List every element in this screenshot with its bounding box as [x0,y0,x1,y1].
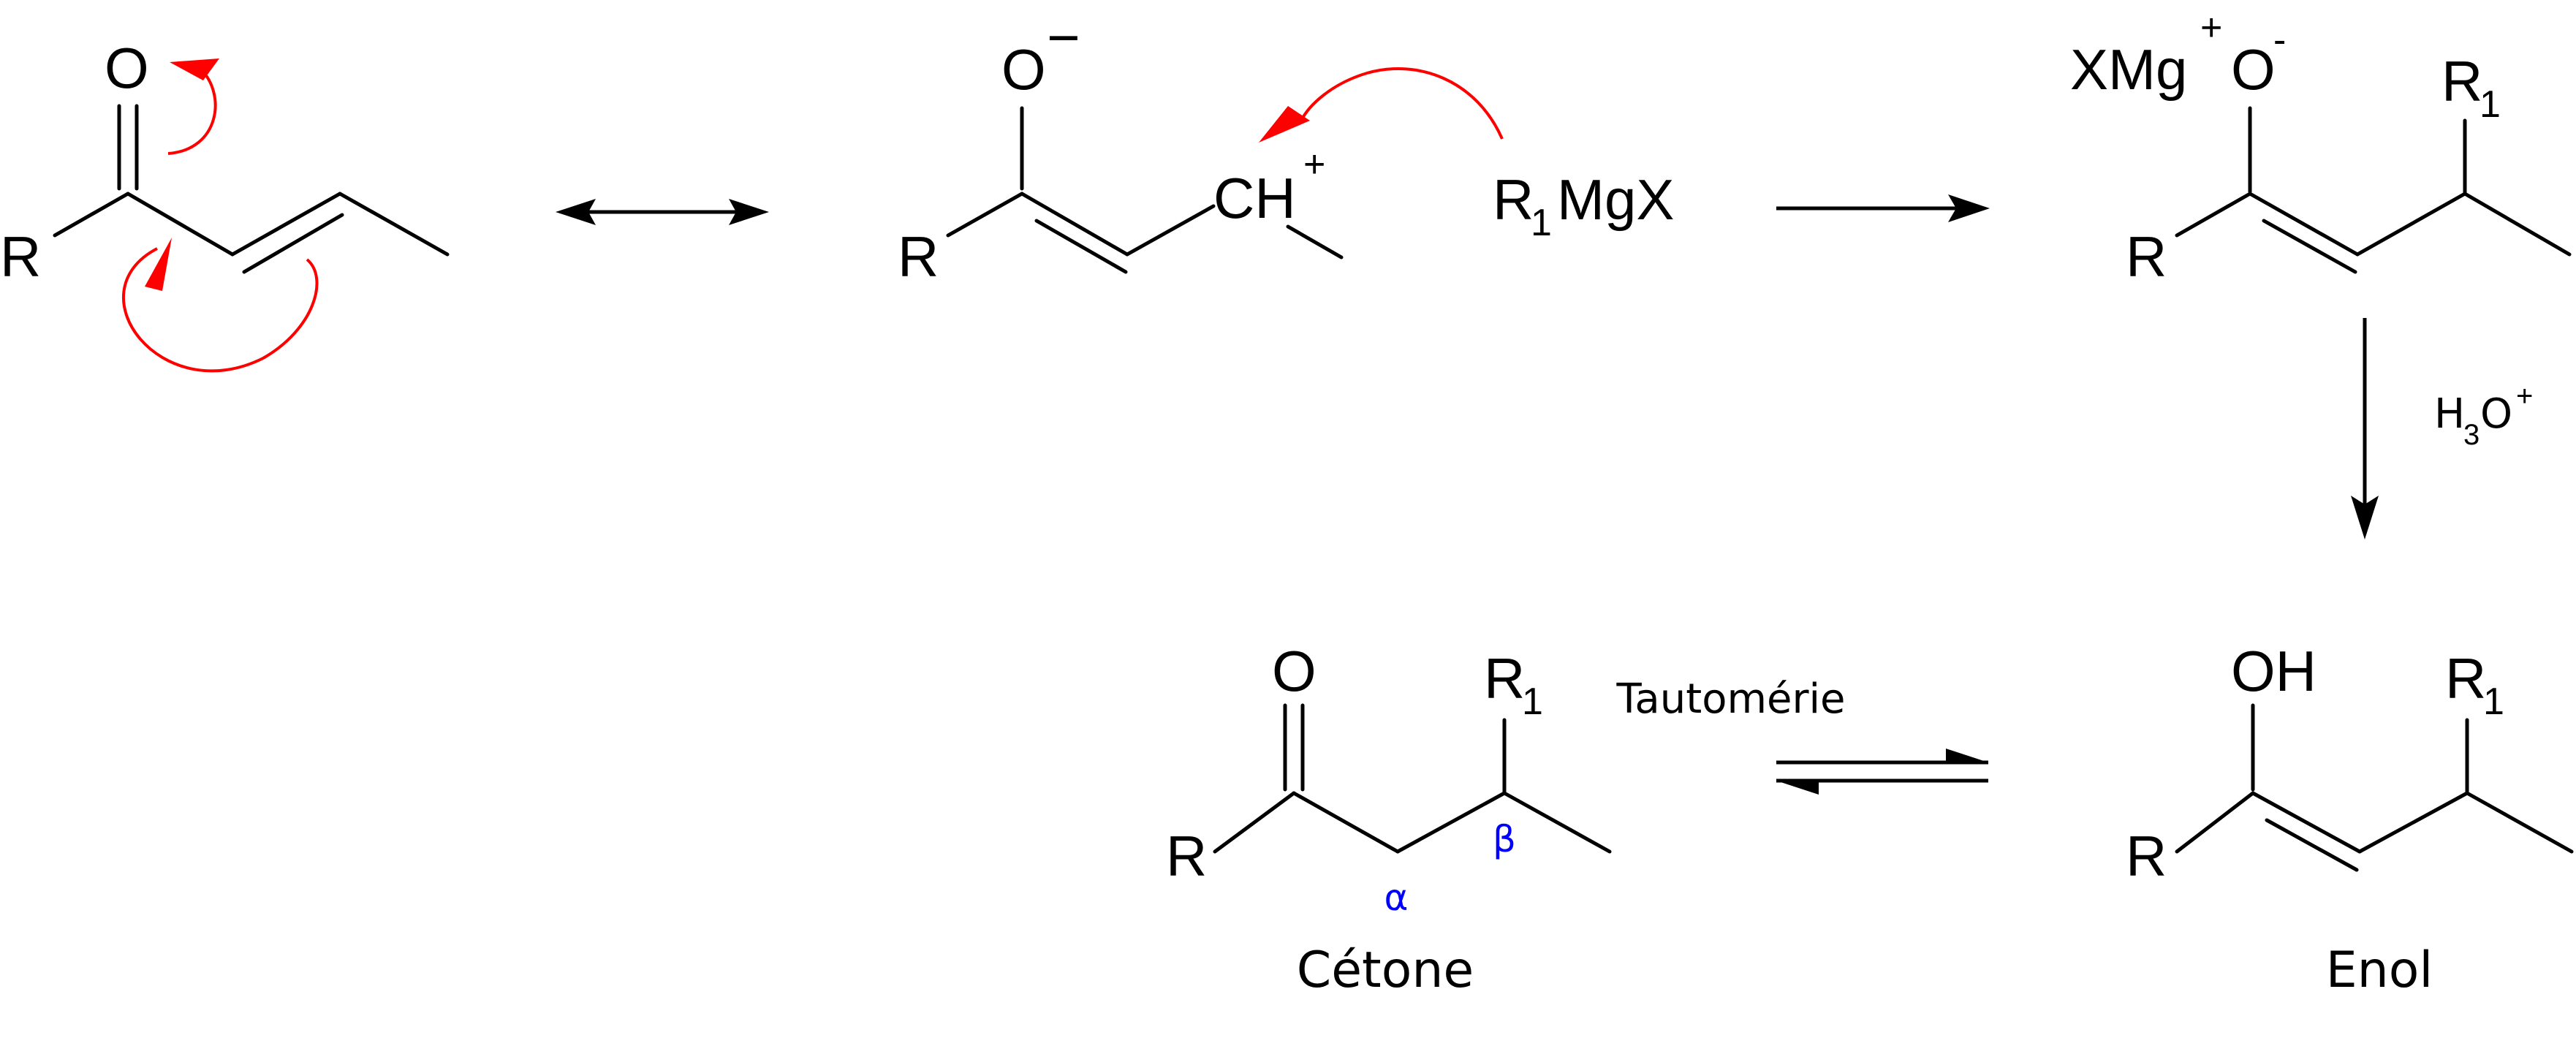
oxygen-atom: O [1272,639,1317,703]
grignard-reagent: R 1 MgX [1493,167,1674,244]
reaction-arrow-1 [1776,194,1990,222]
oxygen-atom: O [2231,37,2276,102]
cetone-caption: Cétone [1297,942,1474,999]
positive-charge: + [1303,143,1325,186]
r1-label: R [1484,646,1525,711]
h3o-h: H [2434,390,2465,438]
enol-caption: Enol [2326,942,2433,999]
electron-arrows-enone [122,58,319,373]
enone-molecule: O R [0,36,450,289]
resonance-arrow [556,199,769,225]
mgx-label: MgX [1557,167,1674,232]
r-group: R [2126,224,2167,289]
r1-subscript: 1 [2483,681,2504,723]
tautomerie-label: Tautomérie [1615,675,1845,723]
xmg-label: XMg [2070,37,2187,102]
electron-arrow-grignard-attack [1259,67,1504,143]
r-group: R [898,224,939,289]
beta-position-label: β [1493,818,1516,860]
r1-subscript: 1 [1531,202,1552,244]
r-group: R [2126,824,2167,888]
ch-cation: CH [1213,166,1296,230]
r-group: R [1166,824,1207,888]
magnesium-enolate: XMg + O - R R 1 [2070,7,2572,289]
h3o-o: O [2480,390,2512,438]
oxygen-atom: O [105,36,149,100]
h3o-subscript: 3 [2463,419,2480,451]
alpha-position-label: α [1384,876,1409,919]
hydroxyl-label: OH [2231,639,2316,703]
oxygen-atom: O [1001,37,1046,102]
ketone-product: O R R 1 α β Cétone [1166,639,1612,999]
r1-subscript: 1 [2480,83,2501,126]
negative-charge: − [1047,5,1080,69]
r1-label: R [2441,49,2482,113]
r1-subscript: 1 [1522,681,1543,723]
hydrolysis-arrow: H 3 O + [2351,318,2533,539]
enolate-carbocation: O − R CH + [898,5,1344,289]
r1-label: R [2445,646,2486,711]
mg-plus-charge: + [2200,7,2222,49]
tautomerism-equilibrium: Tautomérie [1615,675,1988,795]
o-minus-charge: - [2273,19,2286,61]
enol-molecule: OH R R 1 Enol [2126,639,2574,999]
r-group: R [0,224,41,289]
r1-label: R [1493,167,1534,232]
h3o-plus: + [2516,380,2533,412]
